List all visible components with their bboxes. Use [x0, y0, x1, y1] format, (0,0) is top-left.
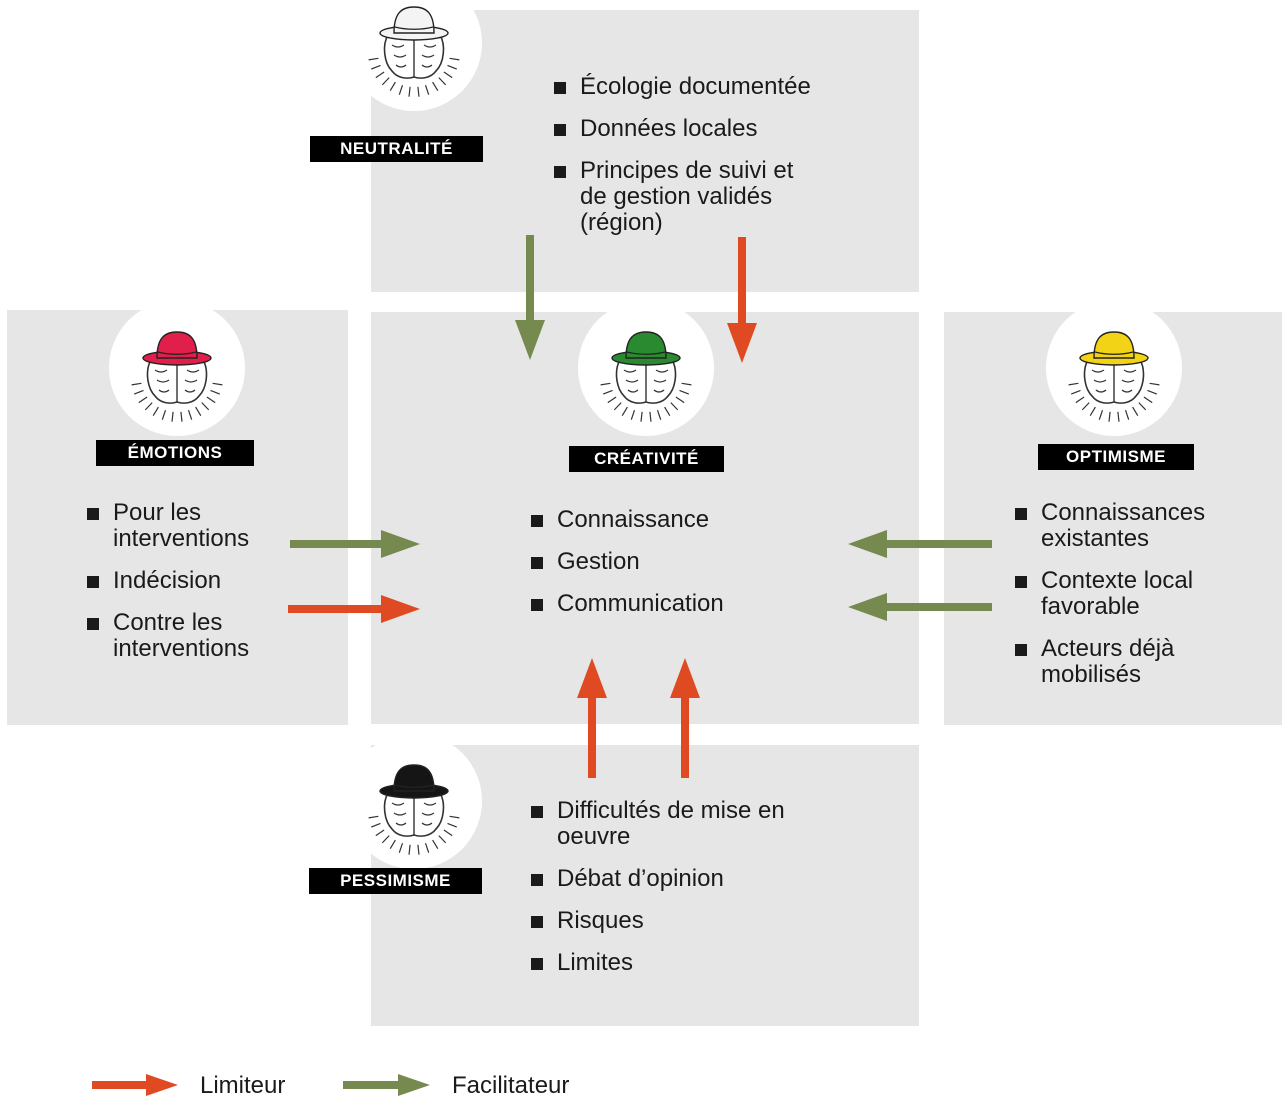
list-item: Écologie documentée [554, 74, 884, 100]
list-item: Données locales [554, 116, 884, 142]
emotions-hat-icon [109, 300, 245, 436]
legend-arrow-facilitateur [343, 1074, 430, 1096]
legend-arrow-limiteur [92, 1074, 178, 1096]
pessimisme-label: PESSIMISME [309, 868, 482, 894]
arrow-limiteur-neutralite [727, 237, 757, 363]
list-item: Indécision [87, 568, 317, 594]
optimisme-label: OPTIMISME [1038, 444, 1194, 470]
neutralite-hat-icon [346, 0, 482, 111]
arrow-limiteur-pessimisme-2 [670, 658, 700, 778]
arrow-facilitateur-emotions [290, 530, 420, 558]
arrow-limiteur-emotions [288, 595, 420, 623]
pessimisme-hat-icon [346, 733, 482, 869]
optimisme-hat-icon [1046, 300, 1182, 436]
creativite-label: CRÉATIVITÉ [569, 446, 724, 472]
arrow-limiteur-pessimisme-1 [577, 658, 607, 778]
list-item: Communication [531, 591, 831, 617]
neutralite-label: NEUTRALITÉ [310, 136, 483, 162]
list-item: Gestion [531, 549, 831, 575]
emotions-label: ÉMOTIONS [96, 440, 254, 466]
arrow-facilitateur-optimisme-1 [848, 530, 992, 558]
list-item: Débat d’opinion [531, 866, 871, 892]
legend-limiteur: Limiteur [200, 1072, 286, 1099]
list-item: Risques [531, 908, 871, 934]
arrow-facilitateur-optimisme-2 [848, 593, 992, 621]
arrow-facilitateur-neutralite [515, 235, 545, 360]
legend-facilitateur: Facilitateur [452, 1072, 570, 1099]
creativite-hat-icon [578, 300, 714, 436]
list-item: Connaissance [531, 507, 831, 533]
list-item: Limites [531, 950, 871, 976]
